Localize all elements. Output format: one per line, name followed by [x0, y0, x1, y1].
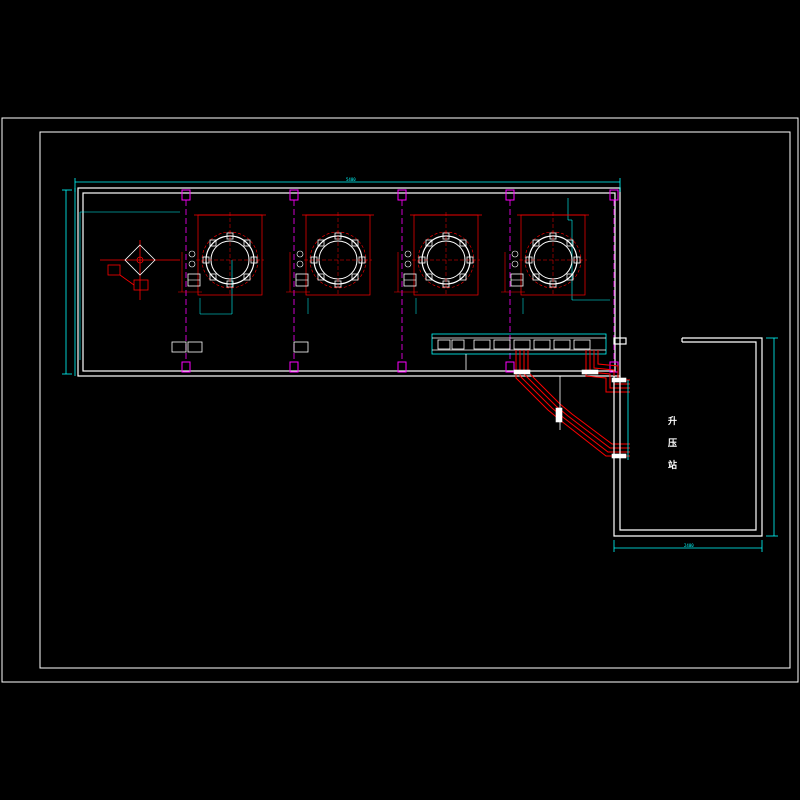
overall-dimension-label: 5400 — [346, 177, 356, 182]
label-boxes — [171, 341, 309, 353]
left-dimension — [62, 189, 72, 375]
cable-runs — [515, 350, 630, 457]
top-dimension — [74, 178, 621, 376]
tank-unit — [394, 212, 482, 314]
bottom-dimension-label: 2400 — [684, 543, 694, 548]
column-icon — [289, 189, 299, 201]
column-icon — [505, 189, 515, 201]
main-building — [77, 187, 621, 377]
inner-frame — [39, 131, 791, 669]
tank-unit — [501, 212, 589, 314]
tank-unit — [178, 212, 266, 314]
column-icon — [181, 361, 191, 373]
grid-axes — [185, 200, 615, 362]
room-label-char-1: 升 — [668, 415, 677, 427]
tank-units — [178, 212, 589, 314]
substation — [613, 337, 763, 537]
cable-junctions — [513, 369, 627, 459]
cable-tray — [431, 333, 607, 370]
column-icon — [609, 189, 619, 201]
room-label-char-3: 站 — [668, 459, 677, 471]
column-icon — [397, 361, 407, 373]
column-icon — [397, 189, 407, 201]
column-icon — [181, 189, 191, 201]
tank-unit — [286, 212, 374, 314]
left-equipment — [100, 240, 180, 300]
column-icon — [289, 361, 299, 373]
column-icon — [505, 361, 515, 373]
outer-frame — [1, 117, 799, 683]
inner-dimensions — [79, 198, 610, 360]
substation-dimensions — [613, 337, 778, 552]
room-label-char-2: 压 — [668, 438, 677, 449]
